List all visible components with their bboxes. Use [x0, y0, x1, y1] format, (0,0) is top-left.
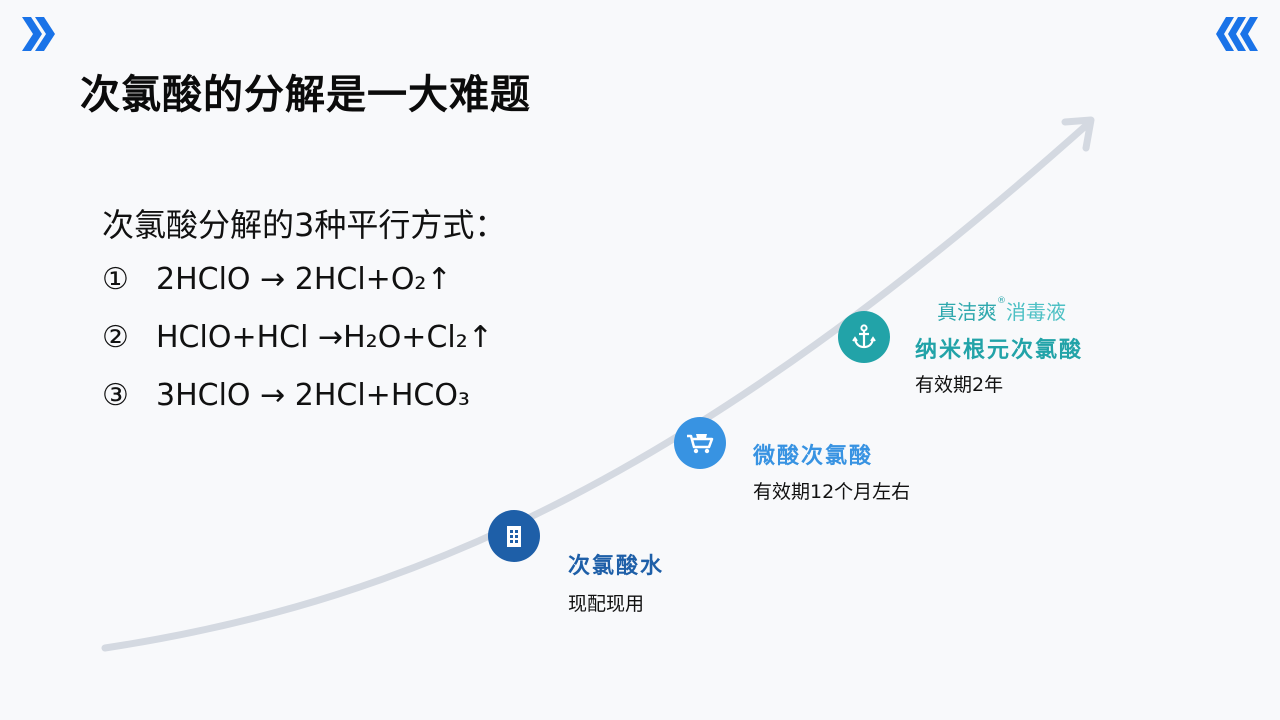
registered-mark: ® — [997, 296, 1006, 306]
brand-logo: 真洁爽®消毒液 — [937, 296, 1066, 325]
equation-text: 3HClO → 2HCl+HCO₃ — [156, 378, 470, 413]
brand-subtitle: 消毒液 — [1006, 300, 1066, 324]
equation-number: ② — [102, 320, 129, 355]
step-desc-2: 有效期12个月左右 — [753, 481, 911, 503]
page-title: 次氯酸的分解是一大难题 — [80, 72, 531, 118]
triple-chevron-left-icon — [1216, 17, 1258, 51]
brand-name: 真洁爽 — [937, 300, 997, 324]
step-desc-1: 现配现用 — [568, 593, 645, 615]
anchor-icon — [838, 311, 890, 363]
cart-icon — [674, 417, 726, 469]
step-title-3: 纳米根元次氯酸 — [915, 338, 1084, 363]
double-chevron-right-icon — [22, 17, 55, 51]
step-desc-3: 有效期2年 — [915, 374, 1004, 396]
building-icon — [488, 510, 540, 562]
equation-3: ③ 3HClO → 2HCl+HCO₃ — [102, 378, 470, 413]
step-title-1: 次氯酸水 — [568, 554, 665, 579]
equation-text: 2HClO → 2HCl+O₂↑ — [156, 262, 452, 297]
equation-1: ① 2HClO → 2HCl+O₂↑ — [102, 262, 452, 297]
equation-number: ① — [102, 262, 129, 297]
equation-text: HClO+HCl →H₂O+Cl₂↑ — [156, 320, 493, 355]
equation-number: ③ — [102, 378, 129, 413]
step-title-2: 微酸次氯酸 — [753, 444, 874, 469]
intro-text: 次氯酸分解的3种平行方式： — [102, 206, 507, 244]
equation-2: ② HClO+HCl →H₂O+Cl₂↑ — [102, 320, 493, 355]
